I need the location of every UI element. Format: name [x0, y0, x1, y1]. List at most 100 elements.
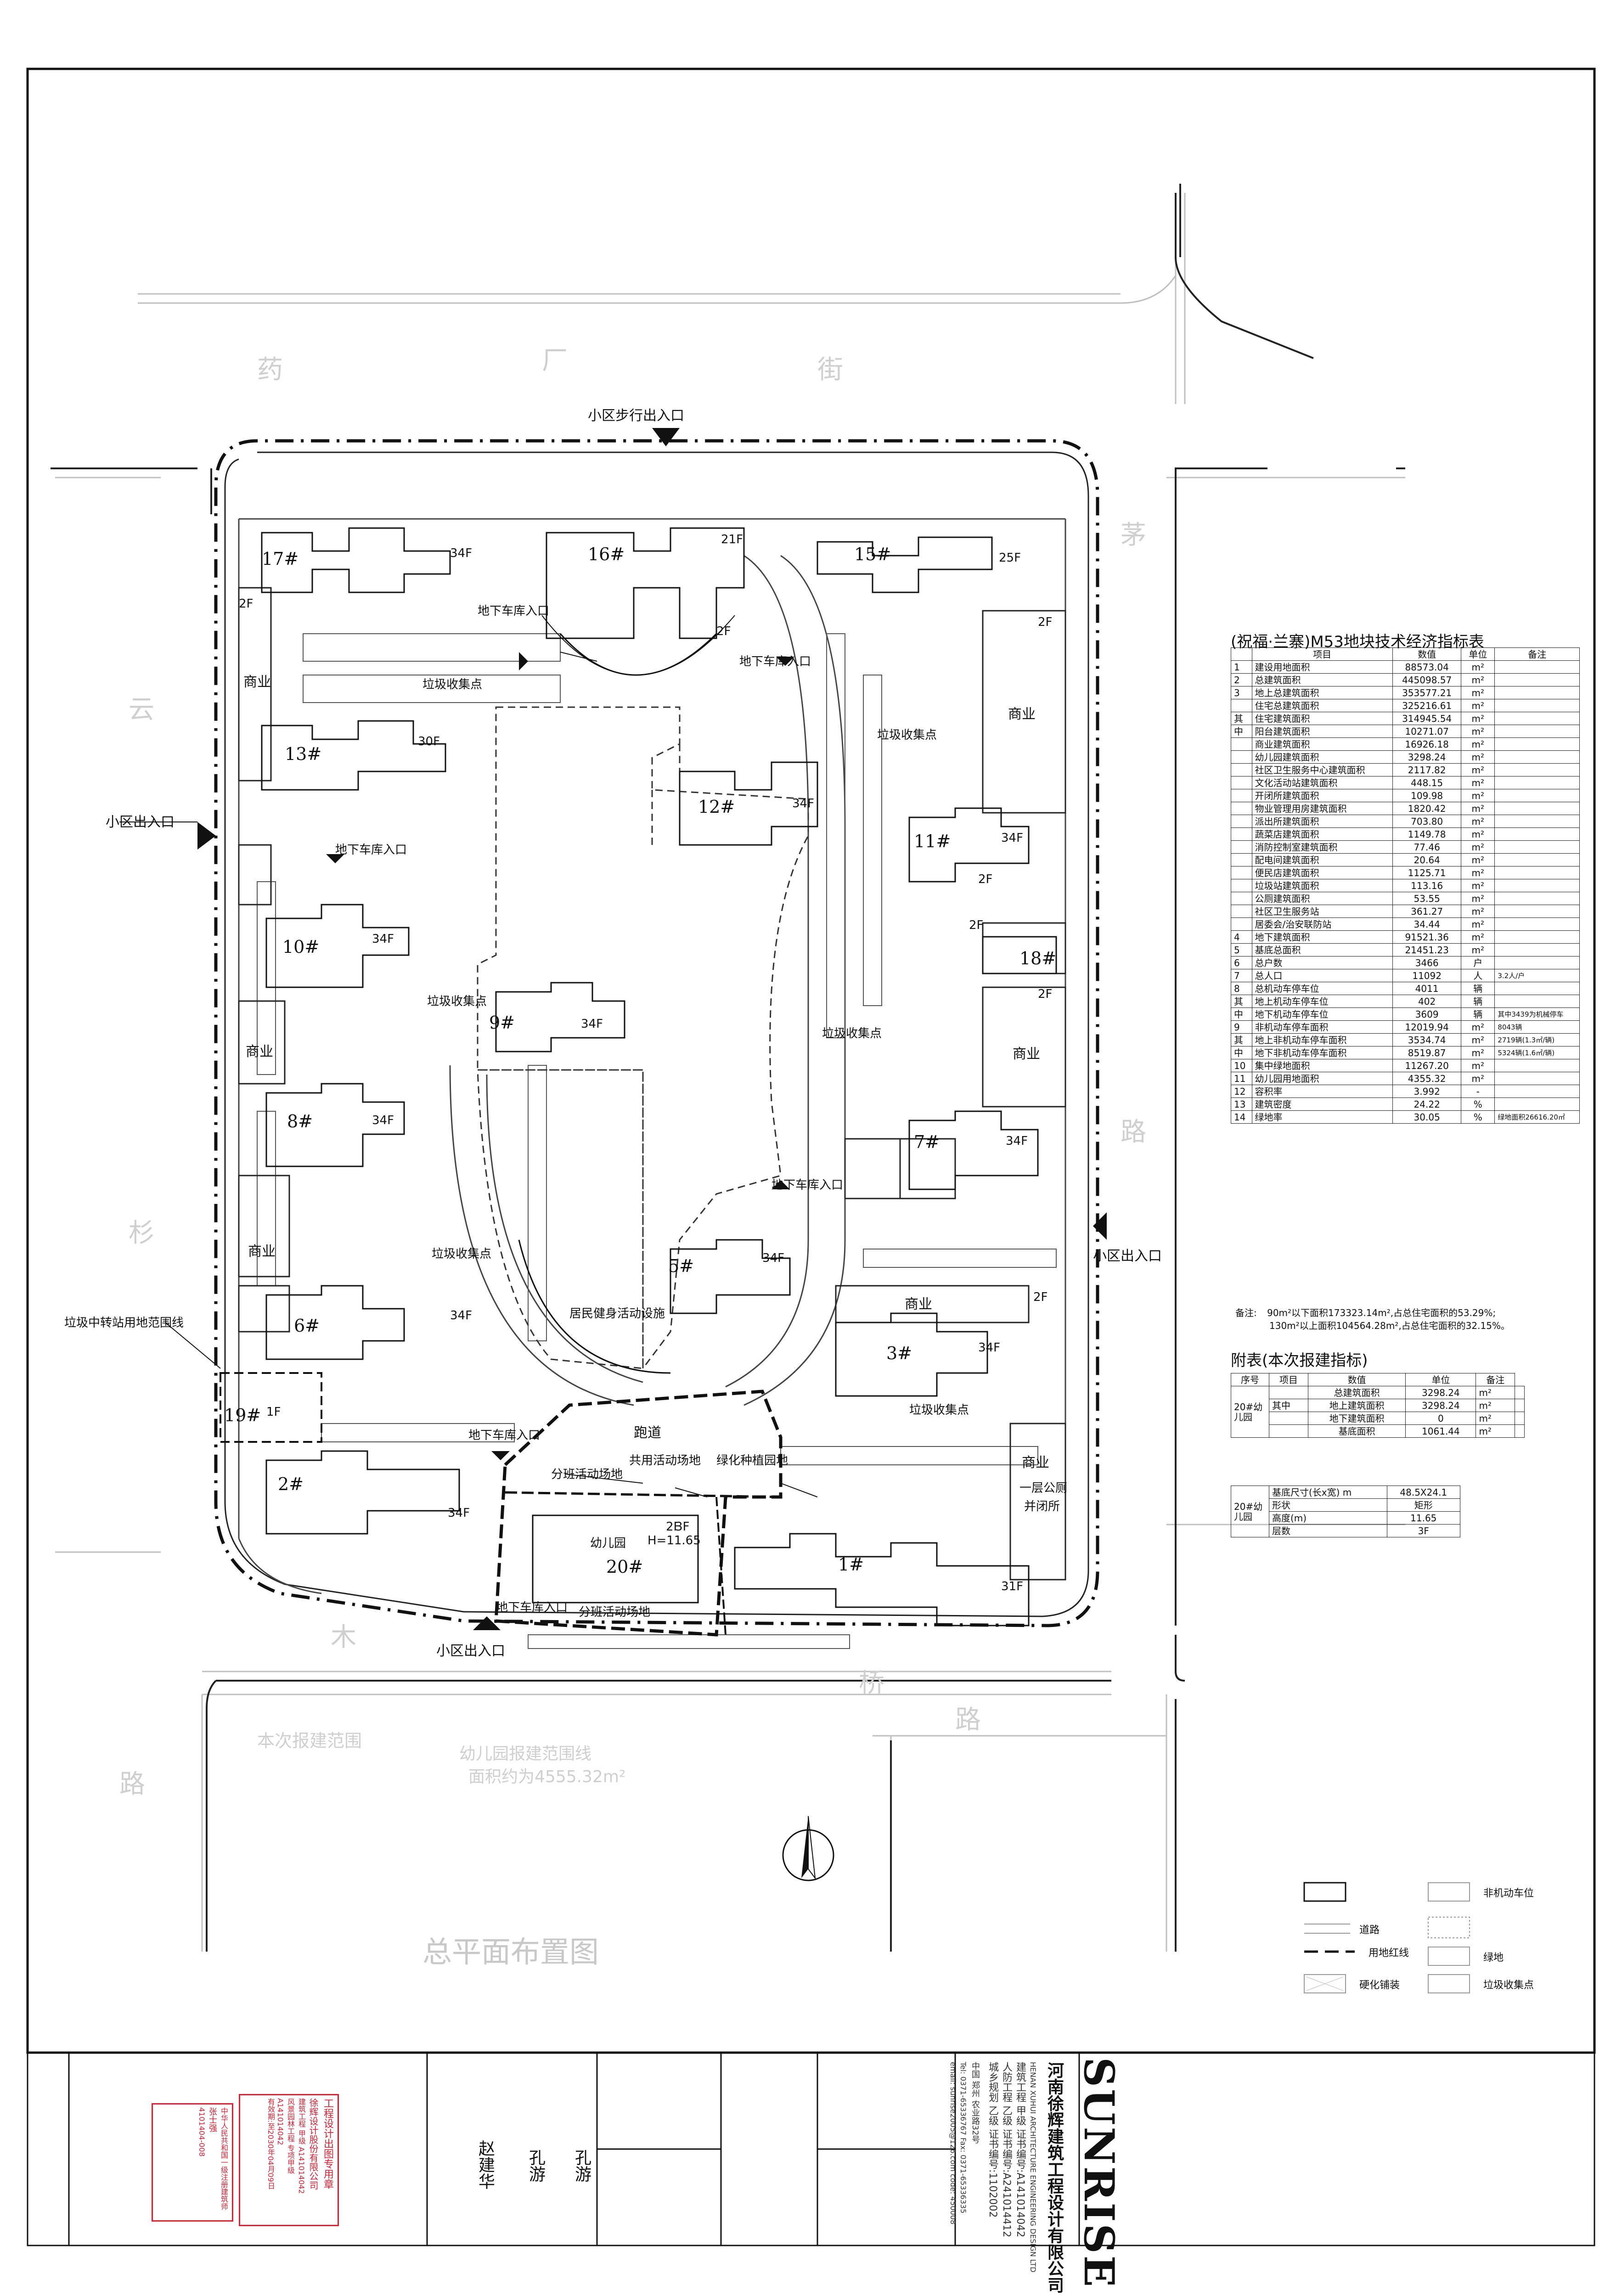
table-cell: m² [1461, 1046, 1495, 1059]
table-cell: 445098.57 [1392, 673, 1462, 687]
appendix-header-cell: 序号 [1231, 1373, 1269, 1386]
table-cell: % [1461, 1110, 1495, 1124]
table-cell: 314945.54 [1392, 712, 1462, 725]
table-cell: 34.44 [1392, 917, 1462, 931]
table-cell: 6 [1231, 956, 1252, 969]
signer-name-1: 赵建华 [476, 2140, 495, 2189]
street-top-1: 药 [257, 355, 283, 385]
table-cell: 其 [1231, 712, 1252, 725]
table-cell [1515, 1424, 1525, 1438]
floor-tag-f2_e: 2F [716, 625, 731, 638]
table-cell: 派出所建筑面积 [1251, 815, 1393, 828]
cert-line-3: 城乡规划 乙级 证书编号:1102002 [987, 2062, 998, 2218]
kg-area-note: 面积约为4555.32m² [468, 1767, 626, 1786]
table-cell [1231, 879, 1252, 892]
table-cell [1515, 1386, 1525, 1399]
building-id-1: 1# [838, 1554, 864, 1575]
table-cell: m² [1461, 712, 1495, 725]
table-cell: 8 [1231, 982, 1252, 995]
table-cell: 353577.21 [1392, 686, 1462, 699]
table-cell: 地上总建筑面积 [1251, 686, 1393, 699]
kindergarten-height: H=11.65 [648, 1534, 701, 1548]
table-cell: 16926.18 [1392, 737, 1462, 751]
table-cell: m² [1461, 879, 1495, 892]
building-floors-19: 1F [266, 1405, 281, 1419]
index-header-cell: 项目 [1251, 647, 1393, 661]
table-cell: 建筑密度 [1251, 1097, 1393, 1111]
appendix-header-cell: 项目 [1269, 1373, 1308, 1386]
table-cell [1231, 737, 1252, 751]
table-cell: 3 [1231, 686, 1252, 699]
table-cell [1494, 905, 1580, 918]
table-cell: - [1461, 1085, 1495, 1098]
table-cell: m² [1461, 725, 1495, 738]
table-cell: 11267.20 [1392, 1059, 1462, 1072]
table-cell: 建设用地面积 [1251, 660, 1393, 674]
table-cell: 层数 [1269, 1524, 1387, 1537]
table-cell [1269, 1424, 1308, 1438]
table-cell: m² [1461, 802, 1495, 815]
garage-entrance-label-1: 地下车库入口 [478, 604, 550, 618]
building-id-20: 20# [606, 1557, 643, 1577]
building-id-16: 16# [588, 544, 625, 564]
floor-tag-f2_b: 2F [1038, 615, 1053, 629]
table-cell [1231, 789, 1252, 802]
table-cell [1494, 995, 1580, 1008]
table-cell: 9 [1231, 1020, 1252, 1034]
table-cell: 448.15 [1392, 776, 1462, 789]
table-cell: 12019.94 [1392, 1020, 1462, 1034]
table-cell [1231, 827, 1252, 841]
building-floors-6: 34F [450, 1309, 473, 1322]
table-cell [1231, 853, 1252, 867]
drawing-title: 总平面布置图 [422, 1936, 599, 1970]
table-cell: 居委会/治安联防站 [1251, 917, 1393, 931]
building-floors-3: 34F [978, 1341, 1001, 1355]
table-cell: 阳台建筑面积 [1251, 725, 1393, 738]
table-cell: 10271.07 [1392, 725, 1462, 738]
table-cell [1231, 840, 1252, 854]
shop-label-3: 商业 [246, 1044, 273, 1060]
table-cell: m² [1461, 776, 1495, 789]
garbage-label-3: 垃圾收集点 [427, 995, 487, 1008]
class-area-label-1: 分班活动场地 [551, 1468, 623, 1481]
building-floors-13: 30F [418, 735, 440, 748]
track-label: 跑道 [634, 1425, 661, 1441]
table-cell: 地下建筑面积 [1251, 930, 1393, 944]
table-cell: 14 [1231, 1110, 1252, 1124]
building-floors-17: 34F [450, 546, 473, 560]
table-cell: m² [1461, 827, 1495, 841]
building-id-10: 10# [282, 937, 320, 957]
floor-tag-f2_d: 2F [1033, 1290, 1048, 1304]
building-floors-10: 34F [372, 932, 394, 946]
design-stamp-line-1: 建筑工程 甲级 A141014042 [297, 2098, 306, 2194]
table-cell: 3466 [1392, 956, 1462, 969]
street-top-2: 厂 [542, 346, 568, 376]
table-cell: 矩形 [1386, 1498, 1461, 1512]
table-cell: 集中绿地面积 [1251, 1059, 1393, 1072]
street-bottom-left: 路 [119, 1769, 145, 1799]
table-cell: 地上非机动车停车面积 [1251, 1033, 1393, 1047]
table-cell: 住宅建筑面积 [1251, 712, 1393, 725]
building-id-7: 7# [914, 1132, 940, 1152]
table-cell: 地下非机动车停车面积 [1251, 1046, 1393, 1059]
table-cell [1494, 712, 1580, 725]
table-cell: 绿地率 [1251, 1110, 1393, 1124]
street-bottom-2: 桥 [859, 1668, 884, 1698]
table-cell: 3.992 [1392, 1085, 1462, 1098]
table-cell: 3298.24 [1405, 1399, 1476, 1412]
index-header-row: 项目数值单位备注 [1231, 647, 1580, 661]
table-cell: 地下建筑面积 [1307, 1412, 1406, 1425]
table-cell: 1061.44 [1405, 1424, 1476, 1438]
appendix-group-cell: 20#幼儿园 [1231, 1386, 1269, 1438]
design-stamp-line-3: 有效期:至2030年04月09日 [266, 2098, 275, 2189]
table-cell: 中 [1231, 1046, 1252, 1059]
